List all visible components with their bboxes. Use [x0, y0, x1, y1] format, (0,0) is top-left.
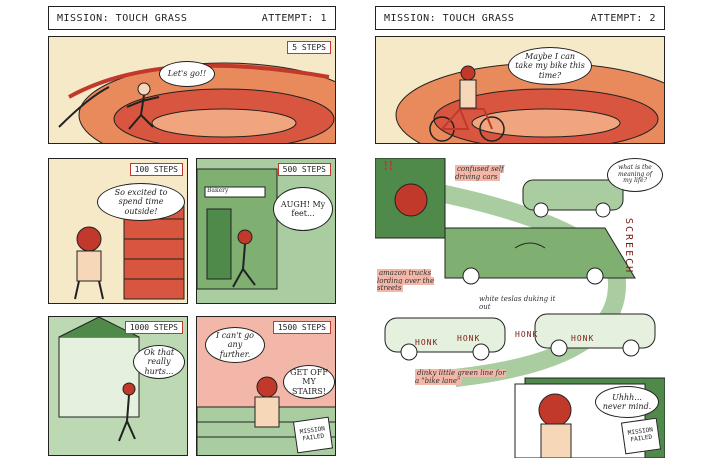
car-thought-bubble: what is the meaning of my life? [607, 158, 663, 192]
stairs-illustration [74, 198, 185, 300]
mission-title: MISSION: TOUCH GRASS [57, 12, 188, 24]
step-count-badge: 500 STEPS [277, 163, 331, 176]
runner-figure [126, 82, 160, 130]
comic-page-attempt-1: MISSION: TOUCH GRASS ATTEMPT: 1 5 STEPS … [48, 6, 336, 456]
panel-give-up: 1500 STEPS I can't go any further. GET O… [196, 316, 336, 456]
panel-bike-idea: Maybe I can take my bike this time? [375, 36, 665, 144]
panel-hurting: 1000 STEPS Ok that really hurts... [48, 316, 188, 456]
speech-bubble: So excited to spend time outside! [97, 183, 185, 221]
exclamation-mark: !! [383, 159, 394, 173]
girl-figure [74, 226, 104, 300]
speech-bubble: Maybe I can take my bike this time? [508, 47, 592, 85]
amazon-truck [444, 227, 636, 285]
panel-traffic-chaos: !! confused self driving cars what is th… [375, 158, 665, 458]
panel-stadium-run: 5 STEPS Let's go!! [48, 36, 336, 144]
honk-sound: HONK [515, 330, 539, 339]
caption-amazon-trucks: amazon trucks lording over the streets [377, 269, 435, 293]
panel-stairs-excited: 100 STEPS So excited to spend time outsi… [48, 158, 188, 304]
comic-page-attempt-2: MISSION: TOUCH GRASS ATTEMPT: 2 Maybe I … [355, 0, 710, 473]
step-count-badge: 100 STEPS [129, 163, 183, 176]
step-count-badge: 5 STEPS [287, 41, 331, 54]
bicycle-icon [429, 108, 505, 142]
honk-sound: HONK [415, 338, 439, 347]
mission-title: MISSION: TOUCH GRASS [384, 12, 515, 24]
page-header: MISSION: TOUCH GRASS ATTEMPT: 1 [48, 6, 336, 30]
speech-bubble: Ok that really hurts... [133, 345, 185, 379]
speech-bubble: Uhhh... never mind. [595, 386, 659, 418]
stadium-illustration [58, 62, 335, 143]
speech-bubble: AUGH! My feet... [273, 187, 333, 231]
step-count-badge: 1500 STEPS [272, 321, 331, 334]
bakery-sign: Bakery [207, 187, 229, 194]
page-header: MISSION: TOUCH GRASS ATTEMPT: 2 [375, 6, 665, 30]
girl-limping-figure [118, 382, 136, 442]
shout-bubble: GET OFF MY STAIRS! [283, 365, 335, 399]
attempt-number: ATTEMPT: 1 [261, 12, 327, 24]
mission-failed-stamp: MISSION FAILED [292, 416, 334, 454]
honk-sound: HONK [571, 334, 595, 343]
speech-bubble: Let's go!! [159, 61, 215, 87]
speech-bubble: I can't go any further. [205, 327, 265, 363]
caption-bike-lane: dinky little green line for a "bike lane… [415, 369, 506, 385]
girl-close-up-figure [538, 393, 572, 458]
street-illustration [197, 168, 278, 290]
caption-confused-cars: confused self driving cars [455, 165, 504, 181]
self-driving-car [522, 179, 624, 218]
panel-street-feet: Bakery 500 STEPS AUGH! My feet... [196, 158, 336, 304]
white-tesla-cars [384, 313, 656, 361]
girl-walking-figure [232, 229, 256, 288]
caption-white-teslas: white teslas duking it out [479, 295, 556, 311]
honk-sound: HONK [457, 334, 481, 343]
attempt-number: ATTEMPT: 2 [590, 12, 656, 24]
mission-failed-stamp: MISSION FAILED [620, 417, 662, 455]
step-count-badge: 1000 STEPS [124, 321, 183, 334]
girl-with-bike-figure [459, 65, 477, 109]
house-illustration [58, 317, 140, 442]
girl-sitting-figure [254, 376, 280, 428]
screech-sound: SCREECH [623, 218, 634, 275]
